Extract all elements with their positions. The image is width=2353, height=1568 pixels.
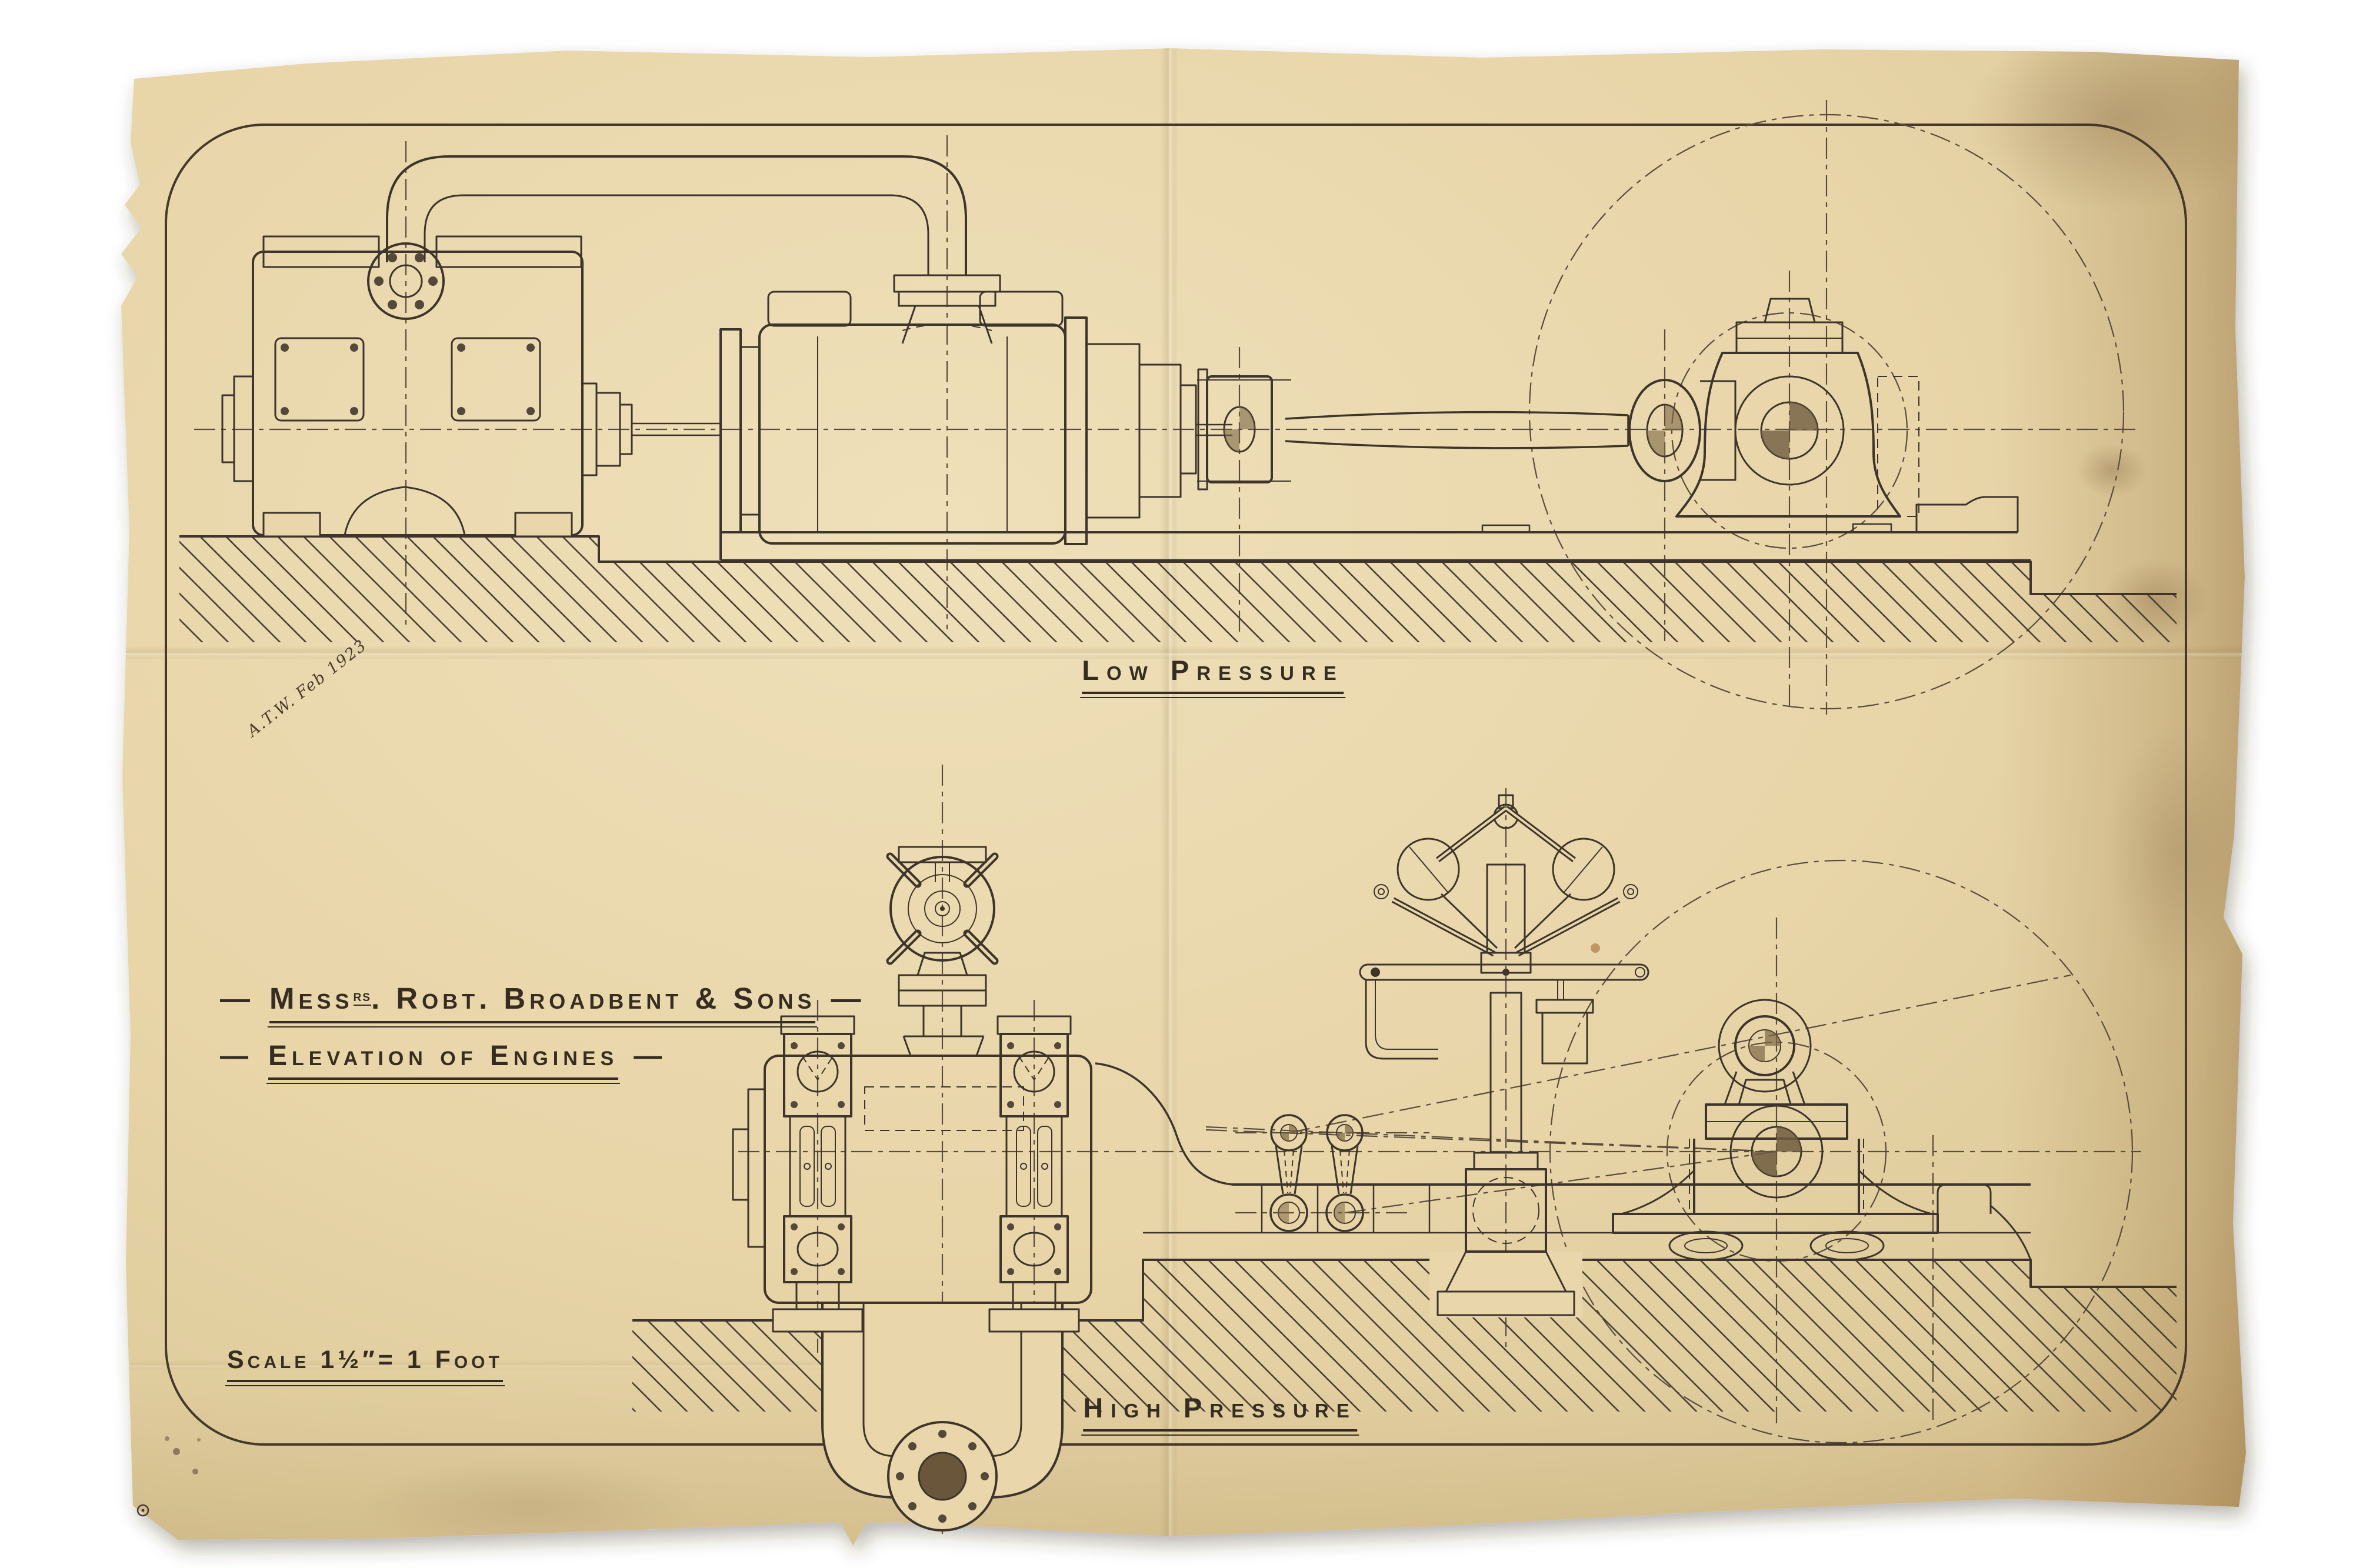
eccentric-link-1 (1269, 1114, 1308, 1232)
lp-motion-work (1197, 298, 1919, 518)
valve-tower-left (772, 1015, 864, 1333)
lp-cylinder (719, 291, 1232, 545)
scale-note: Scale 1½″= 1 Foot (225, 1346, 505, 1386)
title-t1: Mess (269, 982, 354, 1015)
title-dash-4: — (634, 1040, 667, 1072)
scale-note-text: Scale 1½″= 1 Foot (225, 1346, 505, 1386)
high-pressure-text: High Pressure (1081, 1392, 1359, 1436)
title-dash: — (220, 982, 254, 1015)
title-line-2: — Elevation of Engines — (205, 1040, 682, 1084)
low-pressure-drawing (179, 100, 2177, 715)
title-sup: rs (353, 986, 371, 1006)
hp-crank-assembly (1612, 999, 2032, 1261)
hp-cylinder (732, 846, 1233, 1333)
governor (1359, 794, 1649, 1317)
low-pressure-text: Low Pressure (1080, 654, 1347, 698)
low-pressure-label: Low Pressure (1080, 654, 1347, 698)
sheet-border (136, 124, 2187, 1517)
high-pressure-drawing (632, 765, 2177, 1534)
high-pressure-label: High Pressure (1081, 1392, 1359, 1436)
title-t2: . Robt. Broadbent & Sons (371, 982, 816, 1015)
title-line2-text: Elevation of Engines (266, 1040, 621, 1084)
title-dash-3: — (220, 1040, 253, 1072)
eccentric-link-2 (1325, 1114, 1364, 1232)
stop-valve-handwheel (886, 846, 999, 965)
condenser-box (221, 235, 721, 538)
valve-tower-right (988, 1015, 1080, 1333)
exhaust-pipe (821, 1302, 1064, 1532)
title-line-1: — Messrs. Robt. Broadbent & Sons — (205, 981, 880, 1027)
governor-arms (1391, 806, 1621, 957)
title-dash-2: — (831, 982, 865, 1015)
